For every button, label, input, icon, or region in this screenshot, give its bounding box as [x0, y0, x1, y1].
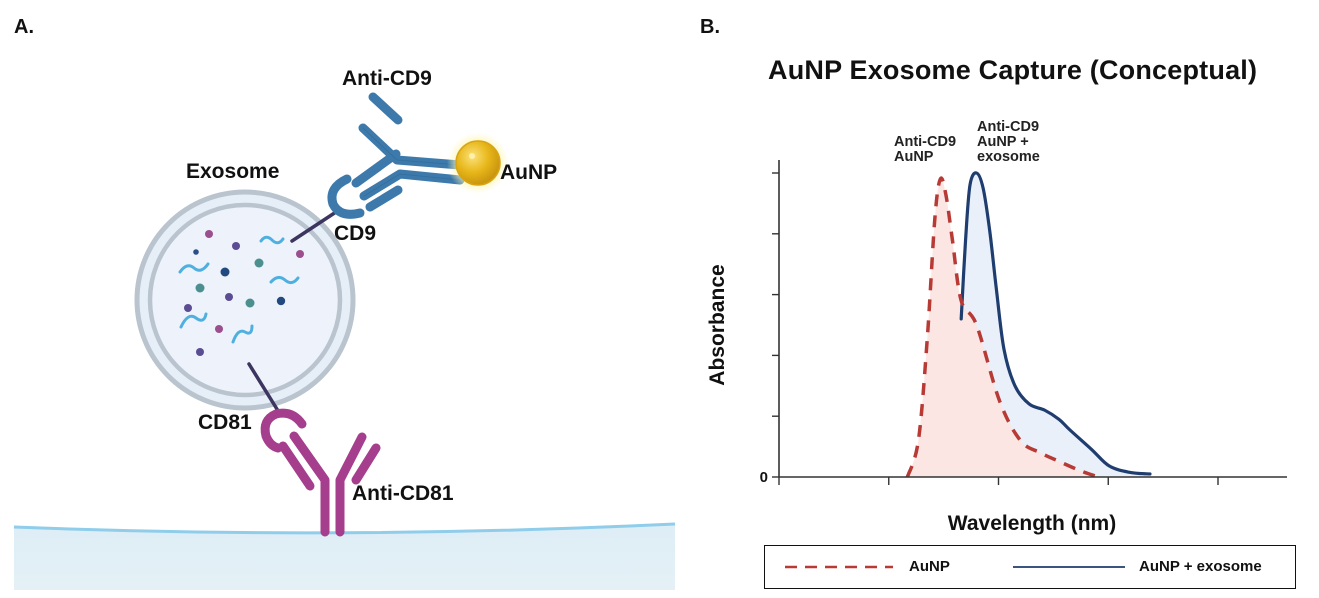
label-cd9: CD9	[334, 222, 376, 245]
y-ticks: 0	[760, 172, 779, 486]
panel-b-label: B.	[700, 16, 720, 38]
label-cd81: CD81	[198, 411, 252, 434]
annotation-aunp: Anti-CD9 AuNP	[894, 134, 960, 165]
chart-legend: AuNP AuNP + exosome	[764, 545, 1296, 589]
aunp-nanoparticle	[455, 140, 501, 186]
panel-a-label: A.	[14, 16, 34, 38]
annotation-aunp-line-2: AuNP	[894, 149, 934, 165]
legend-label-aunp: AuNP	[909, 558, 950, 575]
annotation-aunp-exosome-line-2: AuNP +	[977, 134, 1029, 150]
exosome	[134, 189, 356, 411]
legend-item-aunp: AuNP	[783, 546, 950, 587]
annotation-aunp-exosome: Anti-CD9 AuNP + exosome	[977, 119, 1043, 165]
y-axis-label: Absorbance	[706, 264, 729, 385]
series-fill-aunp-exosome	[961, 172, 1150, 477]
label-exosome: Exosome	[186, 160, 279, 183]
anti-cd9-antibody	[351, 92, 465, 212]
label-aunp: AuNP	[500, 161, 557, 184]
label-anti-cd81: Anti-CD81	[352, 482, 454, 505]
series-lines	[905, 171, 1152, 479]
annotation-aunp-exosome-line-1: Anti-CD9	[977, 119, 1039, 135]
axes	[778, 160, 1287, 478]
exosome-cargo-particles	[184, 230, 304, 356]
legend-item-aunp-exosome: AuNP + exosome	[1013, 546, 1262, 587]
series-fills	[907, 172, 1150, 477]
x-axis-label: Wavelength (nm)	[948, 512, 1116, 535]
series-line-aunp-exosome	[959, 171, 1152, 476]
cd81-receptor	[260, 408, 307, 453]
x-ticks	[778, 477, 1219, 485]
label-anti-cd9: Anti-CD9	[342, 67, 432, 90]
cd9-linker	[290, 210, 338, 243]
exosome-capture-schematic: Anti-CD9 Exosome AuNP CD9 CD81 Anti-CD81	[13, 67, 676, 590]
legend-label-aunp-exosome: AuNP + exosome	[1139, 558, 1262, 575]
legend-swatch-solid	[1013, 565, 1125, 568]
annotation-aunp-line-1: Anti-CD9	[894, 134, 956, 150]
cd9-receptor	[327, 174, 365, 219]
anti-cd81-antibody	[278, 431, 381, 537]
substrate-surface	[14, 524, 675, 590]
legend-swatch-dashed	[785, 565, 893, 568]
chart-title: AuNP Exosome Capture (Conceptual)	[768, 55, 1258, 85]
y-tick-label-0: 0	[760, 469, 768, 486]
exosome-cargo-rna	[178, 235, 300, 344]
cd81-linker	[247, 362, 282, 416]
series-line-aunp	[905, 176, 1099, 479]
annotation-aunp-exosome-line-3: exosome	[977, 149, 1040, 165]
series-fill-aunp	[907, 178, 1099, 477]
absorbance-chart: 0 Absorbance Wavelength (nm) Anti-CD9 Au…	[706, 119, 1287, 535]
